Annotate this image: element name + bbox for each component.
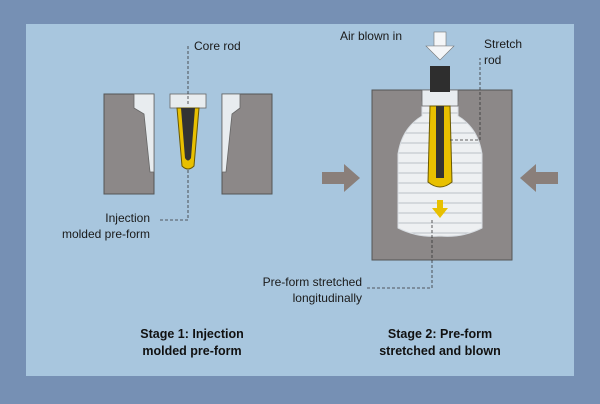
stage2-caption-line1: Stage 2: Pre-form bbox=[388, 327, 492, 341]
diagram-panel: Core rod Injection molded pre-form Stage… bbox=[26, 24, 574, 376]
injection-label-line2: molded pre-form bbox=[62, 227, 150, 241]
air-blown-arrow bbox=[425, 31, 455, 61]
stage1-left-mold bbox=[103, 93, 155, 195]
injection-leader bbox=[158, 170, 189, 221]
preform-stretched-label-line1: Pre-form stretched bbox=[263, 275, 362, 289]
stage1-group: Core rod Injection molded pre-form Stage… bbox=[62, 39, 273, 358]
stage2-cap bbox=[421, 89, 459, 107]
injection-label-line1: Injection bbox=[105, 211, 150, 225]
preform-stretched-leader bbox=[366, 220, 433, 289]
preform-stretched-label-line2: longitudinally bbox=[293, 291, 362, 305]
stretch-rod-top bbox=[430, 66, 450, 92]
stage1-caption-line1: Stage 1: Injection bbox=[140, 327, 244, 341]
air-blown-label: Air blown in bbox=[340, 29, 402, 43]
stage1-core-rod bbox=[181, 108, 195, 161]
stretch-rod bbox=[436, 106, 444, 178]
blow-molding-diagram: Core rod Injection molded pre-form Stage… bbox=[26, 24, 574, 376]
stretch-down-arrow bbox=[432, 200, 448, 218]
left-push-arrow bbox=[322, 164, 360, 192]
stretch-rod-leader bbox=[450, 58, 481, 141]
stage2-group: Air blown in Stretch rod Pre-form stretc… bbox=[263, 29, 558, 358]
stretch-rod-label-line2: rod bbox=[484, 53, 501, 67]
right-push-arrow bbox=[520, 164, 558, 192]
stage2-caption-line2: stretched and blown bbox=[379, 344, 501, 358]
core-rod-label: Core rod bbox=[194, 39, 241, 53]
stage1-right-mold bbox=[221, 93, 273, 195]
stretch-rod-label-line1: Stretch bbox=[484, 37, 522, 51]
stage1-caption-line2: molded pre-form bbox=[142, 344, 241, 358]
